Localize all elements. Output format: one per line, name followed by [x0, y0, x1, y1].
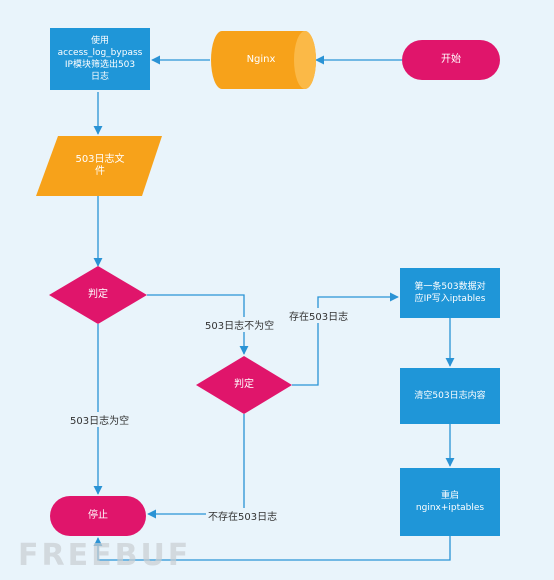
clear-log-label: 清空503日志内容 [414, 391, 486, 401]
clear-log-box [400, 368, 500, 424]
edge-label-empty: 503日志为空 [68, 412, 132, 427]
edge-decision1-decision2 [147, 294, 249, 355]
freebuf-watermark: FREEBUF [18, 538, 192, 573]
edge-label-exists: 存在503日志 [287, 308, 351, 323]
decision2-label: 判定 [234, 379, 254, 390]
decision2-diamond [196, 356, 292, 414]
restart-box [400, 468, 500, 536]
log-file-label: 503日志文 件 [75, 154, 125, 177]
start-terminal [402, 40, 500, 80]
edge-restart-stop [93, 536, 451, 561]
use-module-box [50, 28, 150, 90]
stop-terminal [50, 496, 146, 536]
edge-decision2-stop [147, 414, 245, 519]
edge-label-not-exists: 不存在503日志 [206, 508, 280, 523]
edge-decision2-import [292, 292, 399, 386]
restart-label: 重启 nginx+iptables [415, 491, 485, 513]
import-iptables-label: 第一条503数据对 应IP写入iptables [414, 282, 486, 304]
stop-label: 停止 [88, 510, 108, 521]
nginx-label: Nginx [246, 54, 276, 65]
decision1-diamond [49, 266, 147, 324]
nginx-cylinder [211, 31, 316, 89]
start-label: 开始 [441, 54, 461, 65]
import-iptables-box [400, 268, 500, 318]
log-file-parallelogram [36, 136, 162, 196]
use-module-label: 使用 access_log_bypass IP模块筛选出503 日志 [57, 36, 143, 82]
decision1-label: 判定 [88, 289, 108, 300]
edge-label-not-empty: 503日志不为空 [203, 317, 277, 332]
